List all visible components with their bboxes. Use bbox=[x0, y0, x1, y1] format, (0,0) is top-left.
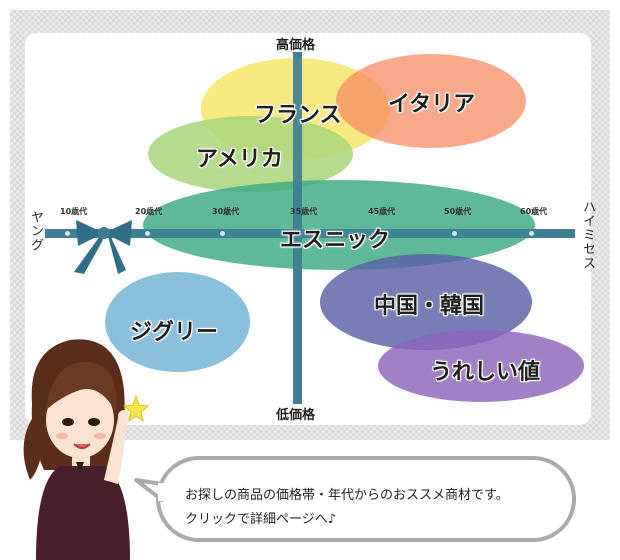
choker-icon bbox=[76, 462, 84, 472]
tick-label: 45歳代 bbox=[368, 207, 396, 216]
segment-label-jigury[interactable]: ジグリー bbox=[130, 320, 219, 345]
left-eye bbox=[62, 418, 74, 426]
axis-label-bottom: 低価格 bbox=[276, 408, 316, 423]
tick-dot bbox=[452, 231, 457, 236]
tick-label: 30歳代 bbox=[212, 207, 240, 216]
hand bbox=[118, 410, 130, 422]
blob-jigury[interactable] bbox=[105, 272, 250, 372]
bangs bbox=[46, 361, 117, 412]
ponytail bbox=[23, 410, 44, 480]
raised-arm bbox=[104, 414, 128, 484]
tick-dot bbox=[65, 231, 70, 236]
tick-label: 10歳代 bbox=[60, 207, 88, 216]
tick-label: 35歳代 bbox=[290, 207, 318, 216]
axis-label-right: ハイミセス bbox=[580, 200, 595, 270]
tick-dot bbox=[220, 231, 225, 236]
blob-ethnic[interactable] bbox=[143, 180, 535, 270]
segment-label-ethnic[interactable]: エスニック bbox=[280, 228, 391, 253]
face bbox=[46, 382, 114, 458]
dress bbox=[36, 466, 130, 560]
right-eye bbox=[88, 418, 100, 426]
horizontal-ribbon-overlay bbox=[45, 229, 575, 238]
segment-label-france[interactable]: フランス bbox=[254, 103, 342, 128]
blob-america[interactable] bbox=[148, 116, 353, 192]
tick-dot bbox=[377, 231, 382, 236]
tick-label: 60歳代 bbox=[520, 207, 548, 216]
ribbon-bow-icon bbox=[74, 220, 132, 274]
axis-label-left: ヤング bbox=[28, 210, 43, 252]
tick-dot bbox=[145, 231, 150, 236]
right-cheek bbox=[94, 433, 106, 439]
left-cheek bbox=[56, 433, 68, 439]
segment-label-italy[interactable]: イタリア bbox=[388, 92, 476, 117]
vertical-ribbon-overlay bbox=[293, 52, 302, 404]
axis-label-top: 高価格 bbox=[276, 38, 316, 53]
segment-label-ureshii[interactable]: うれしい値 bbox=[430, 360, 541, 385]
bubble-text-line1: お探しの商品の価格帯・年代からのおススメ商材です。 bbox=[185, 488, 509, 503]
speech-bubble[interactable] bbox=[156, 456, 576, 542]
smile bbox=[73, 443, 91, 449]
segment-label-america[interactable]: アメリカ bbox=[196, 147, 283, 172]
tick-label: 20歳代 bbox=[135, 207, 163, 216]
bubble-text-line2: クリックで詳細ページへ♪ bbox=[185, 512, 337, 527]
tick-label: 50歳代 bbox=[444, 207, 472, 216]
blob-ureshii[interactable] bbox=[378, 330, 584, 402]
tick-dot bbox=[529, 231, 534, 236]
blob-italy[interactable] bbox=[336, 54, 526, 148]
star-icon bbox=[122, 394, 150, 423]
segment-label-china-korea[interactable]: 中国・韓国 bbox=[374, 294, 485, 319]
